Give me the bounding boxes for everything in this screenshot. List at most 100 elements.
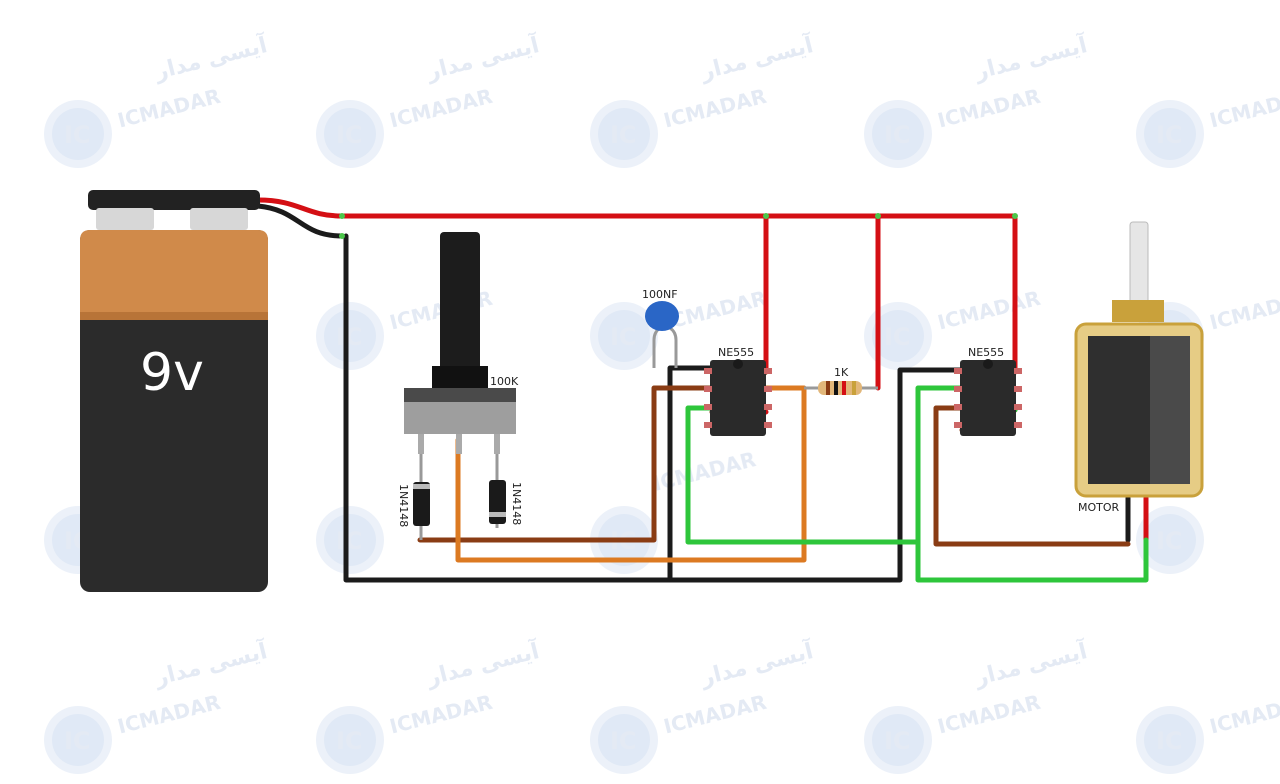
battery-band-edge: [80, 312, 268, 320]
diode-body: [489, 480, 506, 524]
watermark-text-fa: آیسی مدار: [423, 30, 542, 85]
ic-right-label: NE555: [968, 346, 1004, 359]
watermark-text-fa: آیسی مدار: [971, 30, 1090, 85]
ic-pin: [1014, 422, 1022, 428]
potentiometer-cap: [404, 388, 516, 402]
potentiometer-shaft: [432, 366, 488, 392]
watermark: IC ICMADAR آیسی مدار: [590, 636, 816, 774]
watermark-logo-text: IC: [336, 323, 363, 351]
battery-9v: 9v: [80, 190, 268, 592]
watermark: IC ICMADAR: [590, 447, 758, 574]
watermark-text: ICMADAR: [935, 84, 1043, 133]
capacitor-label: 100NF: [642, 288, 678, 301]
diode-band: [489, 512, 506, 517]
watermark-text: ICMADAR: [935, 690, 1043, 739]
watermark-logo-text: IC: [336, 727, 363, 755]
ic-pin: [1014, 368, 1022, 374]
battery-terminal-positive: [190, 208, 248, 230]
black-wire-ground: [343, 233, 965, 583]
ic-pin: [954, 422, 962, 428]
resistor-band: [852, 381, 856, 395]
watermark-logo-text: IC: [1156, 121, 1183, 149]
ic-body: [960, 360, 1016, 436]
ic-body: [710, 360, 766, 436]
watermark: IC: [316, 506, 384, 574]
ic-pin: [764, 386, 772, 392]
motor-plunger: [1129, 221, 1149, 309]
watermark: IC ICMADAR آیسی مدار: [590, 30, 816, 168]
watermark-text-fa: آیسی مدار: [423, 636, 542, 691]
watermark-text: ICMADAR: [1207, 690, 1280, 739]
potentiometer: 100K: [404, 232, 519, 454]
ic-ne555-right: NE555: [954, 346, 1022, 436]
watermark-logo-text: IC: [610, 121, 637, 149]
ic-pin: [1014, 404, 1022, 410]
battery-clip: [88, 190, 260, 210]
ic-ne555-left: NE555: [704, 346, 772, 436]
watermark-logo-text: IC: [64, 121, 91, 149]
battery-red-lead: [255, 197, 345, 219]
capacitor-lead: [669, 326, 678, 368]
watermark-logo-text: IC: [1156, 727, 1183, 755]
ic-pin: [764, 368, 772, 374]
brown-wire-diode: [417, 385, 715, 543]
resistor-band: [826, 381, 830, 395]
ic-notch: [983, 359, 993, 369]
watermark: IC: [1136, 506, 1204, 574]
ic-pin: [954, 404, 962, 410]
watermark: IC ICMADAR آیسی مدار: [316, 30, 542, 168]
capacitor: 100NF: [642, 288, 679, 368]
watermark-text-fa: آیسی مدار: [971, 636, 1090, 691]
watermark-text-fa: آیسی مدار: [151, 30, 270, 85]
ic-pin: [764, 404, 772, 410]
watermark-text: ICMADAR: [115, 84, 223, 133]
motor-label: MOTOR: [1078, 501, 1120, 514]
battery-label: 9v: [140, 343, 204, 403]
potentiometer-body: [404, 402, 516, 434]
watermark-logo-text: IC: [1156, 527, 1183, 555]
potentiometer-knob: [440, 232, 480, 372]
watermark-logo-text: IC: [884, 323, 911, 351]
diode-band: [413, 484, 430, 489]
diode-left-label: 1N4148: [397, 484, 410, 527]
potentiometer-pin: [456, 434, 462, 454]
watermark-text: ICMADAR: [387, 84, 495, 133]
orange-wire-pot: [455, 385, 807, 563]
battery-terminal-negative: [96, 208, 154, 230]
watermark-logo-text: IC: [336, 121, 363, 149]
watermark-text: ICMADAR: [387, 690, 495, 739]
resistor-1k: 1K: [804, 366, 878, 395]
motor-solenoid: MOTOR: [1074, 221, 1204, 514]
watermark-logo-text: IC: [610, 323, 637, 351]
ic-left-label: NE555: [718, 346, 754, 359]
green-wire-ic1-ic2: [685, 385, 965, 545]
watermark-text: ICMADAR: [1207, 84, 1280, 133]
ic-pin: [954, 386, 962, 392]
ic-pin: [704, 386, 712, 392]
brown-wire-ic2: [933, 405, 1131, 547]
watermark: IC ICMADAR آیسی مدار: [316, 636, 542, 774]
motor-coil-shade: [1150, 336, 1190, 484]
diode-right-label: 1N4148: [510, 482, 523, 525]
watermark-text-fa: آیسی مدار: [697, 30, 816, 85]
potentiometer-label: 100K: [490, 375, 519, 388]
watermark-logo-text: IC: [884, 727, 911, 755]
resistor-band: [834, 381, 838, 395]
watermark-text: ICMADAR: [115, 690, 223, 739]
watermark-text: ICMADAR: [935, 286, 1043, 335]
watermark: IC ICMADAR آیسی مدار: [44, 30, 270, 168]
watermark: IC ICMADAR: [1136, 84, 1280, 168]
motor-collar: [1112, 300, 1164, 322]
watermark-text-fa: آیسی مدار: [151, 636, 270, 691]
watermark-logo-text: IC: [336, 527, 363, 555]
capacitor-body: [645, 301, 679, 331]
ic-pin: [704, 368, 712, 374]
ic-pin: [704, 404, 712, 410]
black-wire-ic1: [667, 365, 715, 583]
ic-notch: [733, 359, 743, 369]
watermark: IC ICMADAR آیسی مدار: [864, 30, 1090, 168]
battery-body: [80, 230, 268, 592]
diode-left: 1N4148: [397, 454, 430, 540]
